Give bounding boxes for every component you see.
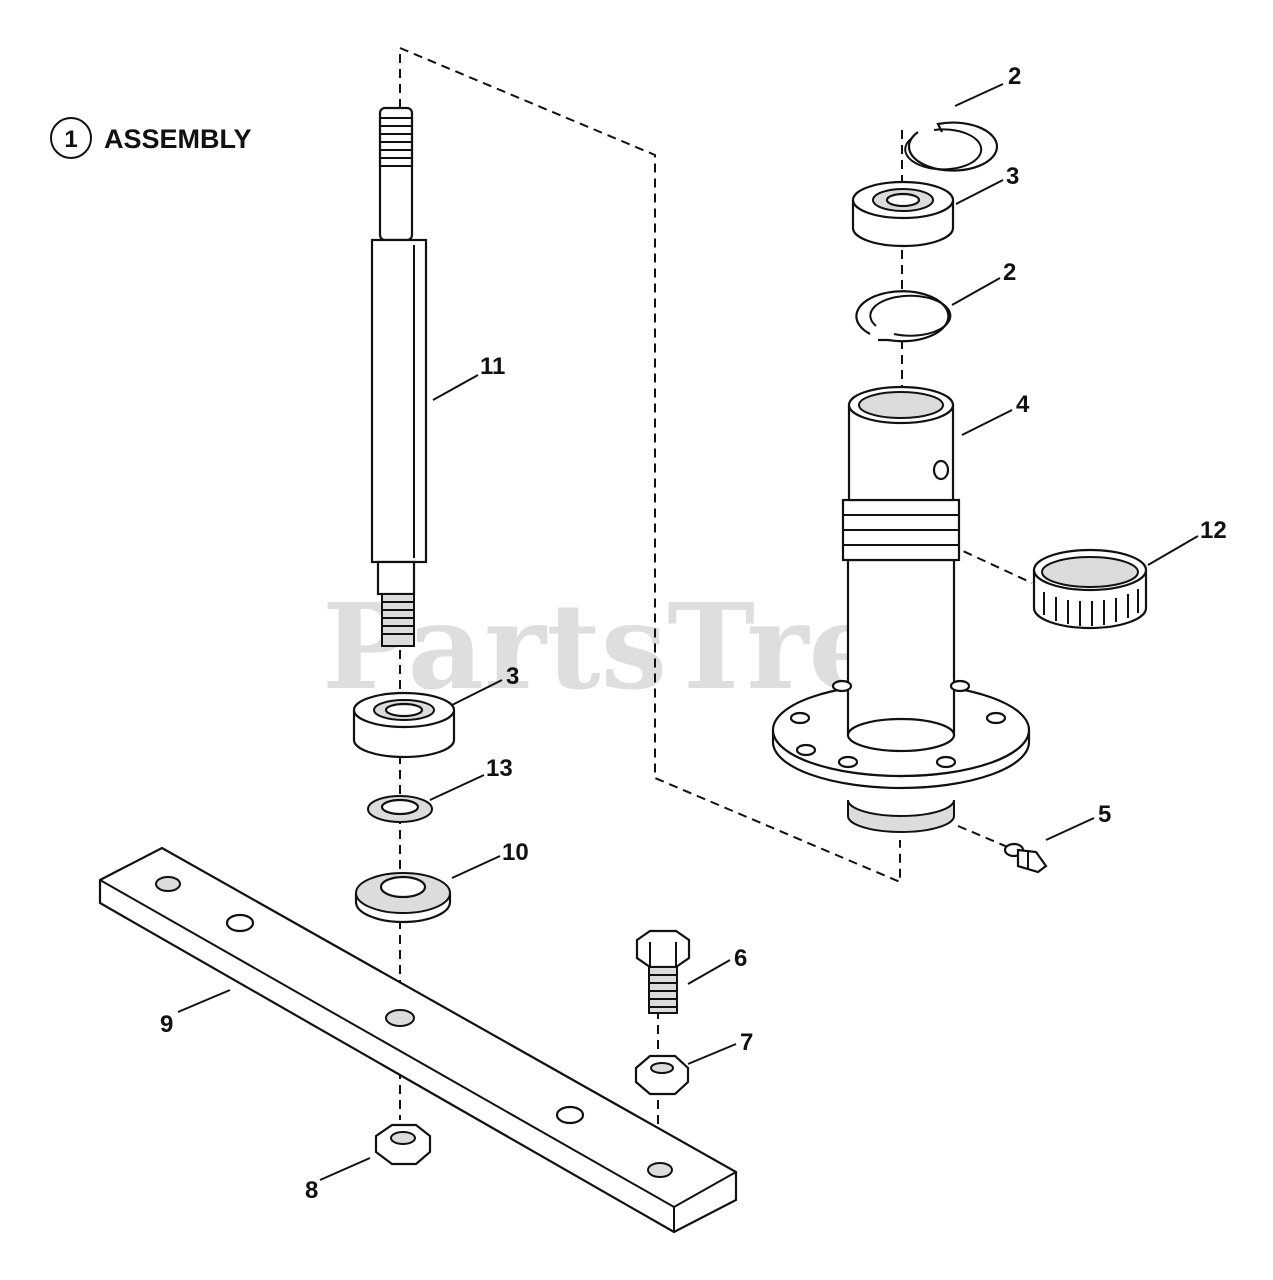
callout-blade: 9 (160, 1011, 173, 1038)
callout-spacer: 13 (486, 755, 513, 782)
leader-lines (177, 83, 1199, 1181)
callout-nut-small: 7 (740, 1029, 753, 1056)
callout-cup-washer: 10 (502, 839, 529, 866)
grease-fitting (1003, 842, 1048, 874)
callout-grease-fitting: 5 (1098, 801, 1111, 828)
callout-upper-bearing: 3 (1006, 163, 1019, 190)
callout-needle-bearing: 12 (1200, 517, 1227, 544)
shaft (370, 106, 428, 647)
centerline-grease-fitting (957, 825, 1011, 849)
housing (771, 385, 1031, 833)
callout-snap-ring-top: 2 (1008, 63, 1021, 90)
callout-hex-nut-large: 8 (305, 1177, 318, 1204)
lower-bearing (352, 691, 456, 759)
callout-shaft: 11 (480, 353, 505, 380)
assembly-label: ASSEMBLY (104, 124, 252, 154)
upper-bearing (851, 180, 955, 248)
spacer (367, 795, 433, 823)
cup-washer (354, 872, 452, 924)
blade (98, 846, 738, 1234)
hex-nut-small (634, 1054, 690, 1096)
assembly-path-dashed (399, 46, 901, 884)
snap-ring-lower (855, 290, 952, 343)
callout-snap-ring-lower: 2 (1003, 259, 1016, 286)
callout-bolt: 6 (734, 945, 747, 972)
snap-ring-top (904, 121, 998, 172)
assembly-number-circle (50, 117, 92, 159)
assembly-number: 1 (64, 126, 77, 153)
centerline-needle-bearing (949, 544, 1033, 584)
callout-housing: 4 (1016, 391, 1030, 418)
hex-nut-large (374, 1123, 432, 1166)
needle-bearing (1032, 548, 1148, 630)
assembly-title: 1 ASSEMBLY (50, 117, 252, 159)
callout-lower-bearing: 3 (506, 663, 519, 690)
bolt (635, 929, 691, 1014)
